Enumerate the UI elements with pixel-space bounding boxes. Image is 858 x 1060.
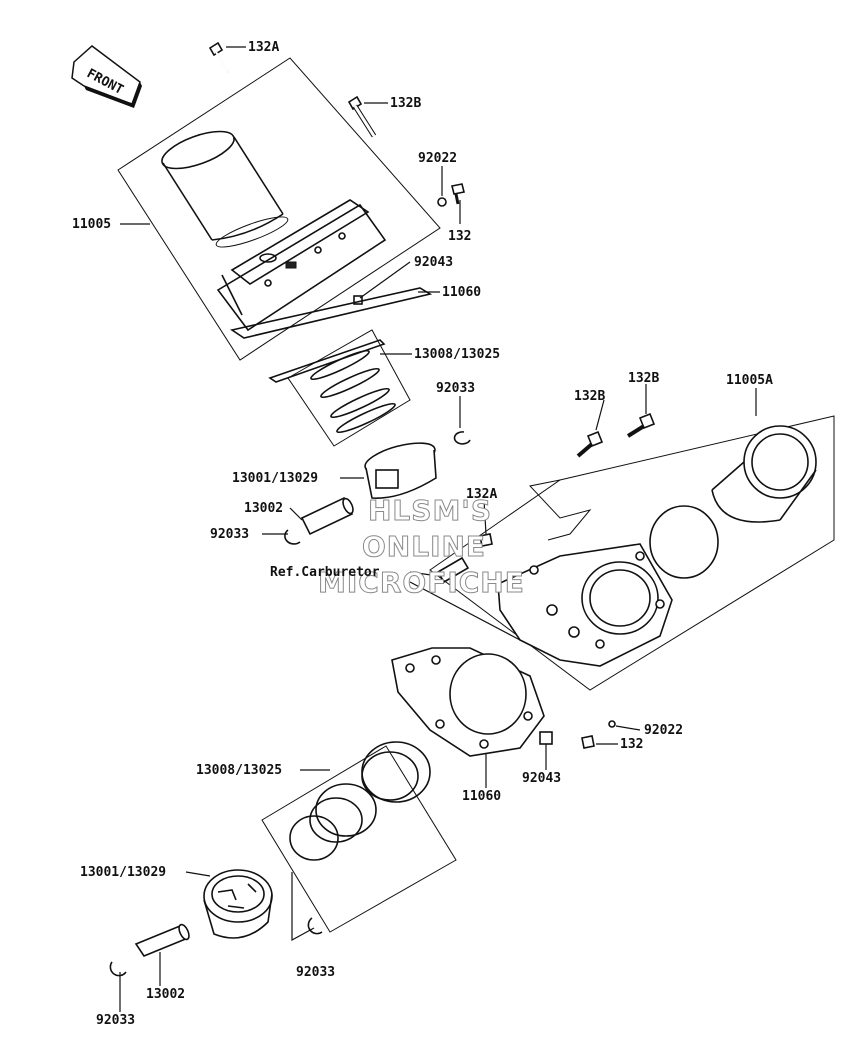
label-92033-d: 92033 bbox=[96, 1013, 135, 1028]
watermark-line-1: HLSM'S bbox=[368, 494, 492, 527]
circlip-92033-bottom-right-icon bbox=[307, 917, 323, 935]
label-13001-bottom: 13001/13029 bbox=[80, 865, 166, 880]
top-cylinder-assembly bbox=[117, 41, 493, 584]
label-11005a: 11005A bbox=[726, 373, 773, 388]
bolt-132a-top-icon bbox=[208, 41, 229, 73]
o-ring-bottom-icon bbox=[649, 505, 719, 579]
piston-bottom-icon bbox=[203, 869, 273, 939]
circlip-92033-bottom-left-icon bbox=[109, 961, 127, 977]
label-92033-a: 92033 bbox=[436, 381, 475, 396]
piston-rings-top-icon bbox=[310, 349, 396, 434]
label-132b-right-b: 132B bbox=[628, 371, 659, 386]
gasket-11060-bottom-icon bbox=[391, 647, 545, 757]
label-13001-top: 13001/13029 bbox=[232, 471, 318, 486]
label-11060-top: 11060 bbox=[442, 285, 481, 300]
label-13002-bottom: 13002 bbox=[146, 987, 185, 1002]
label-132b-right-a: 132B bbox=[574, 389, 605, 404]
label-92022-top: 92022 bbox=[418, 151, 457, 166]
label-92043-top: 92043 bbox=[414, 255, 453, 270]
piston-rings-bottom-icon bbox=[289, 741, 431, 861]
bolt-132-top-icon bbox=[451, 183, 465, 205]
bolt-132b-right-a-icon bbox=[576, 430, 604, 458]
cylinder-sleeve-bottom-icon bbox=[711, 425, 817, 523]
label-92033-c: 92033 bbox=[296, 965, 335, 980]
bolt-132a-mid-icon bbox=[479, 533, 493, 547]
washer-92022-bottom-icon bbox=[608, 720, 616, 728]
watermark-line-3: MICROFICHE bbox=[318, 566, 525, 599]
watermark-line-2: ONLINE bbox=[362, 530, 486, 563]
part-labels: 132A 132B 92022 11005 132 92043 11060 13… bbox=[72, 40, 773, 1028]
label-132a-mid: 132A bbox=[466, 487, 497, 502]
bottom-cylinder-assembly bbox=[109, 412, 835, 977]
label-132a-top: 132A bbox=[248, 40, 279, 55]
cylinder-block-top-icon bbox=[216, 199, 387, 332]
circlip-92033-mid-icon bbox=[284, 529, 301, 545]
washer-92022-top-icon bbox=[437, 197, 447, 207]
label-13002-top: 13002 bbox=[244, 501, 283, 516]
label-132-top: 132 bbox=[448, 229, 471, 244]
front-arrow-icon: FRONT bbox=[71, 45, 142, 108]
piston-pin-bottom-icon bbox=[134, 923, 190, 957]
cylinder-block-bottom-icon bbox=[497, 543, 673, 667]
label-132b-top: 132B bbox=[390, 96, 421, 111]
label-11005: 11005 bbox=[72, 217, 111, 232]
leader-lines bbox=[119, 46, 757, 1012]
label-92043-bottom: 92043 bbox=[522, 771, 561, 786]
label-132-bottom: 132 bbox=[620, 737, 643, 752]
circlip-92033-top-icon bbox=[453, 431, 471, 445]
bolt-132b-top-icon bbox=[347, 95, 377, 138]
cylinder-sleeve-top-icon bbox=[161, 130, 289, 248]
label-92033-b: 92033 bbox=[210, 527, 249, 542]
label-92022-bottom: 92022 bbox=[644, 723, 683, 738]
bolt-132-bottom-icon bbox=[581, 735, 595, 749]
label-13008-bottom: 13008/13025 bbox=[196, 763, 282, 778]
bolt-132b-right-b-icon bbox=[626, 412, 656, 438]
piston-top-icon bbox=[364, 442, 437, 499]
piston-pin-top-icon bbox=[300, 496, 354, 536]
watermark: HLSM'S ONLINE MICROFICHE bbox=[318, 494, 525, 600]
label-11060-bottom: 11060 bbox=[462, 789, 501, 804]
label-ref-carburetor: Ref.Carburetor bbox=[270, 565, 380, 580]
label-13008-top: 13008/13025 bbox=[414, 347, 500, 362]
dowel-92043-bottom-icon bbox=[539, 731, 553, 745]
